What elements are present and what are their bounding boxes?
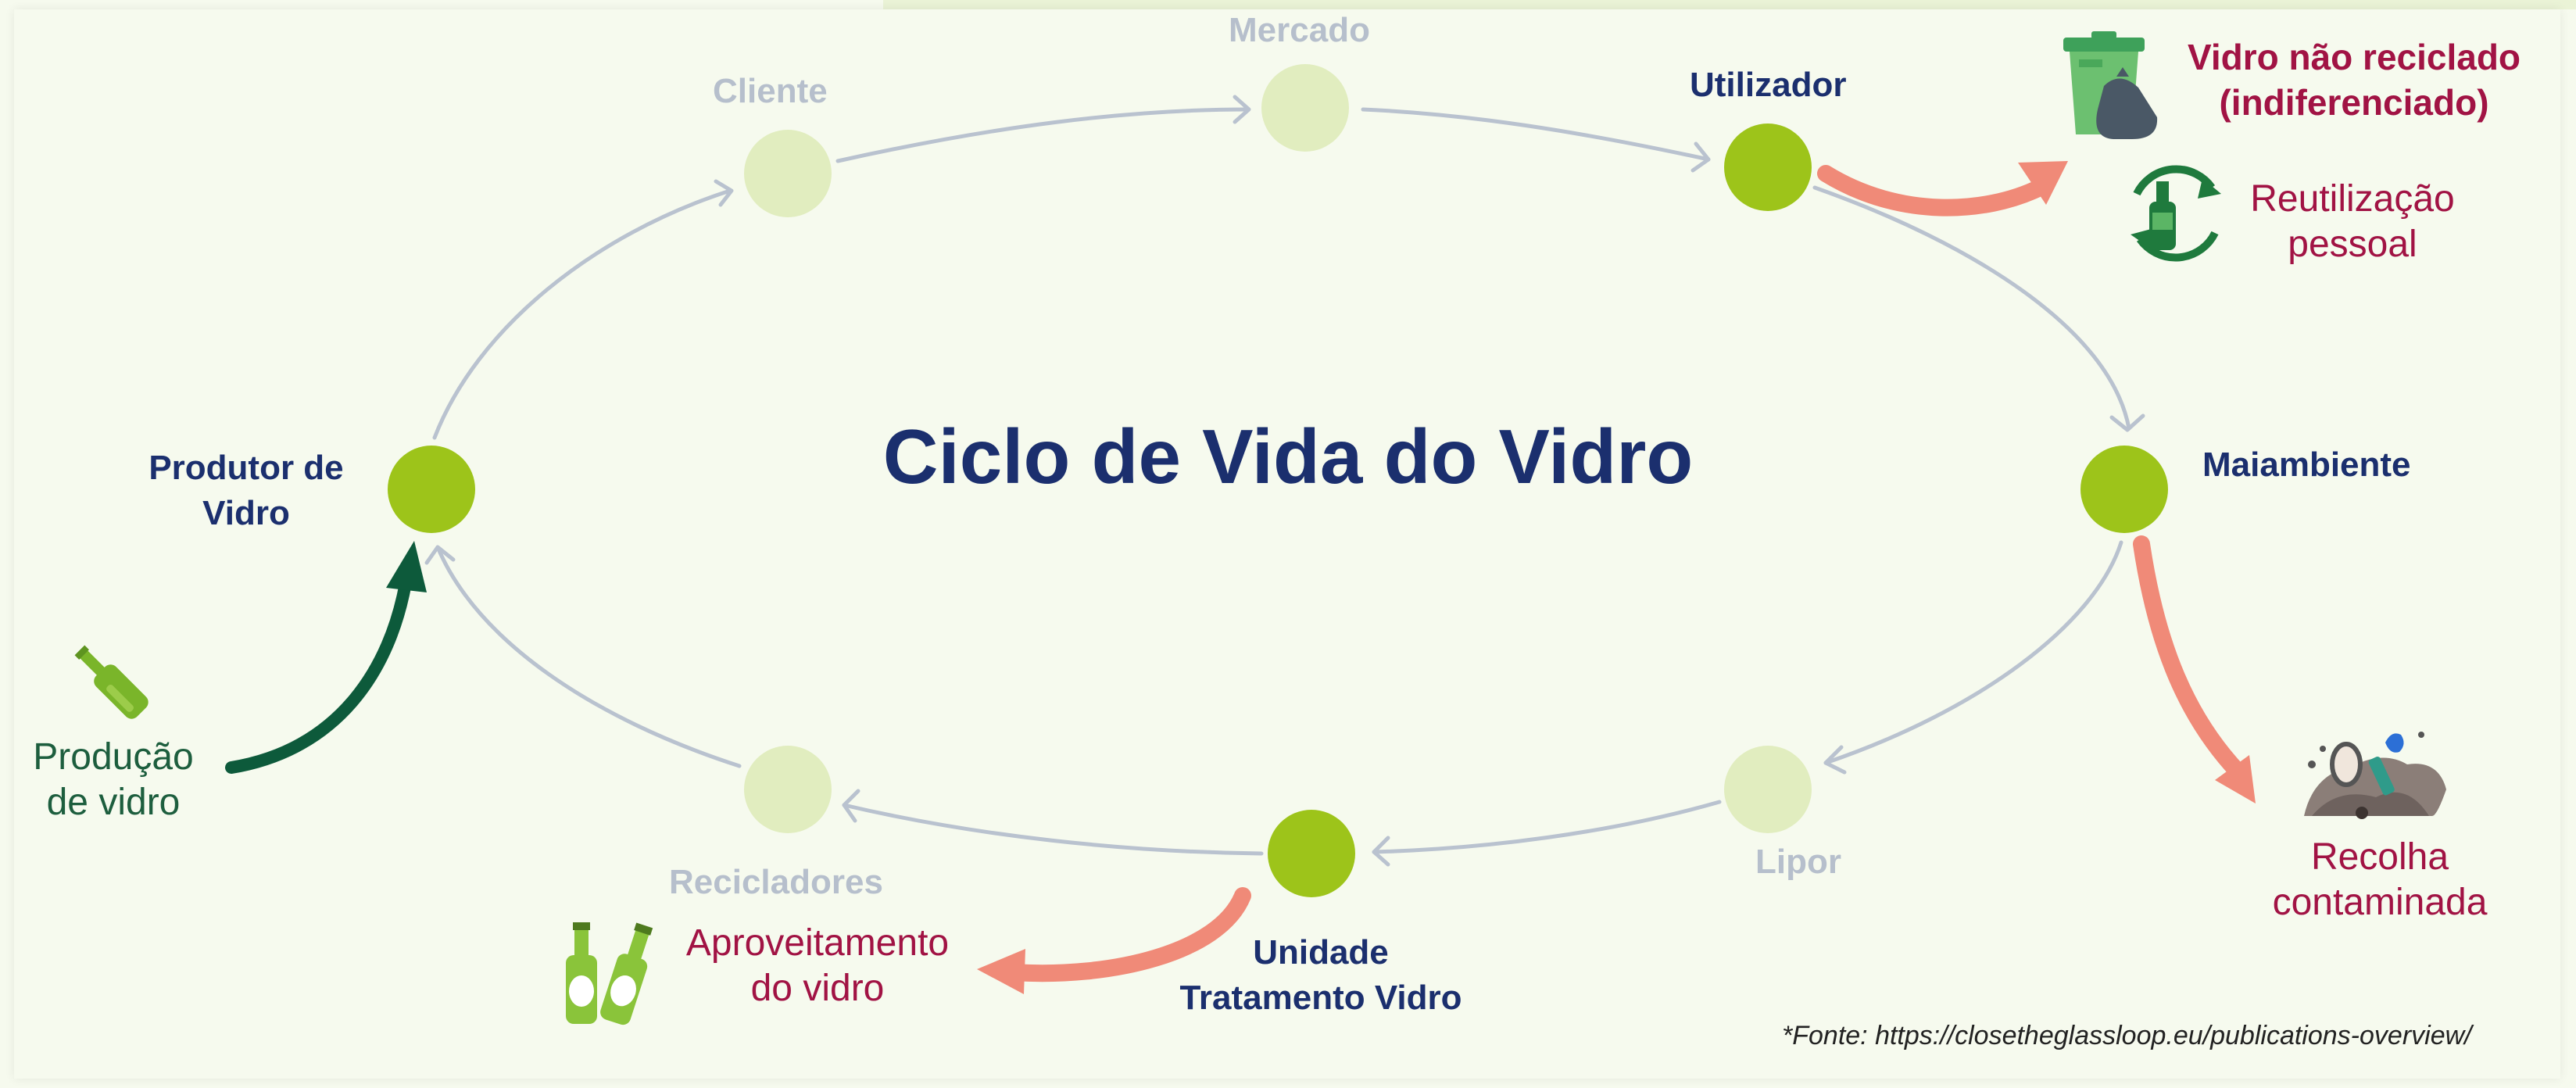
connector-lipor-unidade [1372,800,1722,854]
outcome-recolha: Recolha contaminada [2251,835,2509,925]
connector-utilizador-maiambiente [1812,185,2131,431]
connector-cliente-mercado [835,107,1250,163]
outcome-nao-reciclado: Vidro não reciclado (indiferenciado) [2151,34,2557,125]
diagram-title: Ciclo de Vida do Vidro [882,413,1694,499]
outcome-nao-reciclado-line2: (indiferenciado) [2219,82,2489,123]
label-unidade-line1: Unidade [1253,933,1389,972]
red-arrowhead-utilizador [2018,161,2068,205]
connector-mercado-utilizador [1361,107,1711,162]
node-cliente [744,130,832,217]
label-produtor: Produtor de Vidro [117,446,375,536]
label-unidade: Unidade Tratamento Vidro [1133,930,1508,1021]
top-strip [883,0,2576,9]
arrowhead-cliente [714,179,734,207]
label-mercado: Mercado [1229,11,1370,49]
node-mercado [1261,64,1349,152]
label-produtor-line2: Vidro [202,494,290,532]
arrowhead-recicladores [842,789,860,823]
connector-maiambiente-lipor [1823,540,2123,765]
trash-bin-icon [2063,31,2158,139]
node-maiambiente [2080,446,2168,533]
node-utilizador [1724,123,1812,211]
green-arrow-producao [225,572,413,774]
red-arrowhead-unidade [977,949,1025,994]
arrowhead-unidade [1372,836,1390,867]
red-arrow-unidade [1004,887,1251,982]
outcome-recolha-line2: contaminada [2272,882,2488,923]
outcome-producao-line1: Produção [33,736,194,778]
arrowhead-maiambiente [2109,413,2145,432]
label-recicladores: Recicladores [669,863,883,901]
label-unidade-line2: Tratamento Vidro [1179,979,1462,1017]
node-recicladores [744,746,832,833]
outcome-aproveitamento-line1: Aproveitamento [685,922,950,964]
connector-unidade-recicladores [842,803,1264,856]
label-cliente: Cliente [713,72,828,110]
node-lipor [1724,746,1812,833]
outcome-aproveitamento: Aproveitamento do vidro [671,921,964,1011]
arrowhead-produtor [424,545,456,565]
connector-produtor-cliente [432,188,732,440]
outcome-recolha-line1: Recolha [2310,836,2449,878]
arrowhead-lipor [1823,745,1847,775]
label-utilizador: Utilizador [1690,66,1847,104]
outcome-producao-line2: de vidro [46,782,181,823]
node-unidade [1268,810,1355,897]
label-lipor: Lipor [1755,843,1841,881]
red-arrow-maiambiente [2133,535,2247,781]
outcome-reutilizacao-line1: Reutilização [2250,178,2455,220]
garbage-pile-icon [2304,732,2446,819]
outcome-reutilizacao-line2: pessoal [2288,224,2417,265]
green-arrowhead-producao [386,541,427,592]
arrowhead-utilizador [1690,141,1711,173]
outcome-nao-reciclado-line1: Vidro não reciclado [2187,37,2521,77]
outcome-producao: Produção de vidro [23,735,203,825]
green-bottle-icon [74,645,148,719]
outcome-reutilizacao: Reutilização pessoal [2235,177,2470,267]
source-footnote: *Fonte: https://closetheglassloop.eu/pub… [1782,1021,2472,1050]
two-bottles-icon [566,922,653,1025]
red-arrow-utilizador [1817,165,2048,217]
node-produtor [388,446,475,533]
connector-recicladores-produtor [435,545,742,768]
label-maiambiente: Maiambiente [2202,446,2411,484]
label-produtor-line1: Produtor de [148,449,344,487]
recycle-bottle-icon [2131,165,2221,262]
red-arrowhead-maiambiente [2215,755,2256,803]
arrowhead-mercado [1233,95,1251,124]
outcome-aproveitamento-line2: do vidro [750,968,885,1009]
